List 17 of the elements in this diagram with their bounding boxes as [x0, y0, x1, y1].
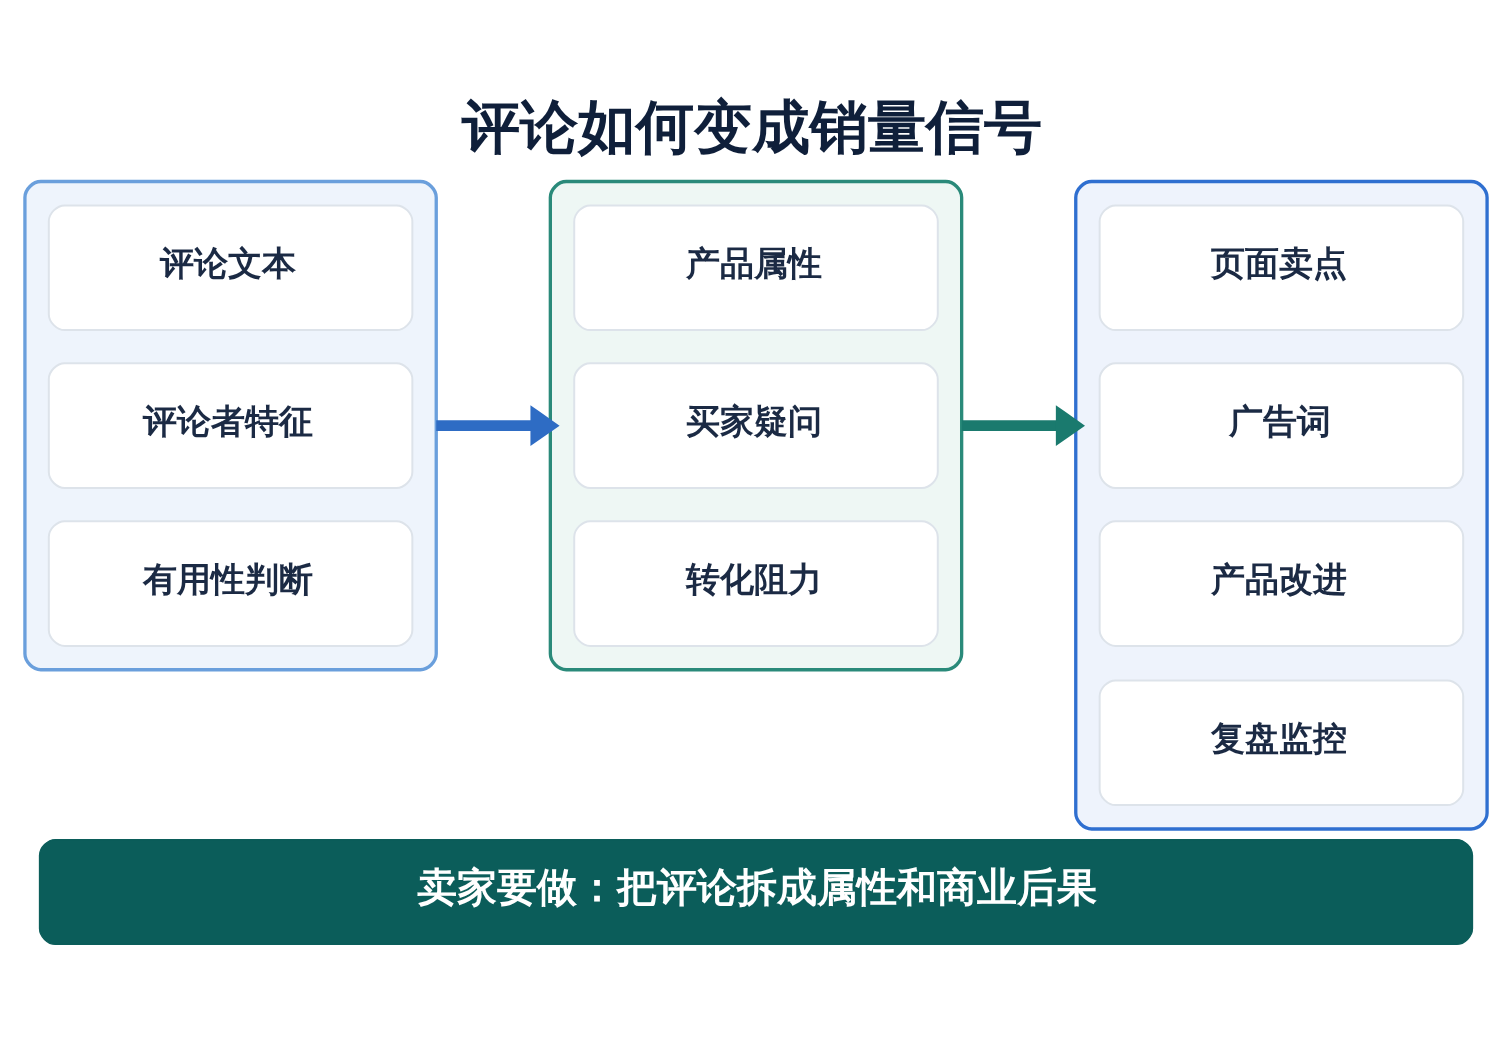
node-box: 产品改进 — [1098, 520, 1464, 647]
node-box: 评论文本 — [47, 204, 413, 332]
arrow — [435, 405, 560, 447]
arrow — [961, 405, 1085, 447]
node-box: 转化阻力 — [572, 520, 939, 647]
node-box: 广告词 — [1098, 362, 1464, 489]
cluster — [1073, 179, 1489, 831]
node-box: 复盘监控 — [1098, 679, 1464, 807]
diagram-title: 评论如何变成销量信号 — [461, 93, 1042, 162]
cluster — [548, 179, 963, 672]
node-box: 评论者特征 — [47, 362, 413, 489]
cluster — [22, 179, 438, 672]
node-box: 页面卖点 — [1098, 204, 1464, 332]
node-box: 卖家要做：把评论拆成属性和商业后果 — [38, 838, 1473, 946]
node-box: 买家疑问 — [572, 362, 939, 489]
node-box: 有用性判断 — [47, 520, 413, 647]
node-box: 产品属性 — [572, 204, 939, 332]
